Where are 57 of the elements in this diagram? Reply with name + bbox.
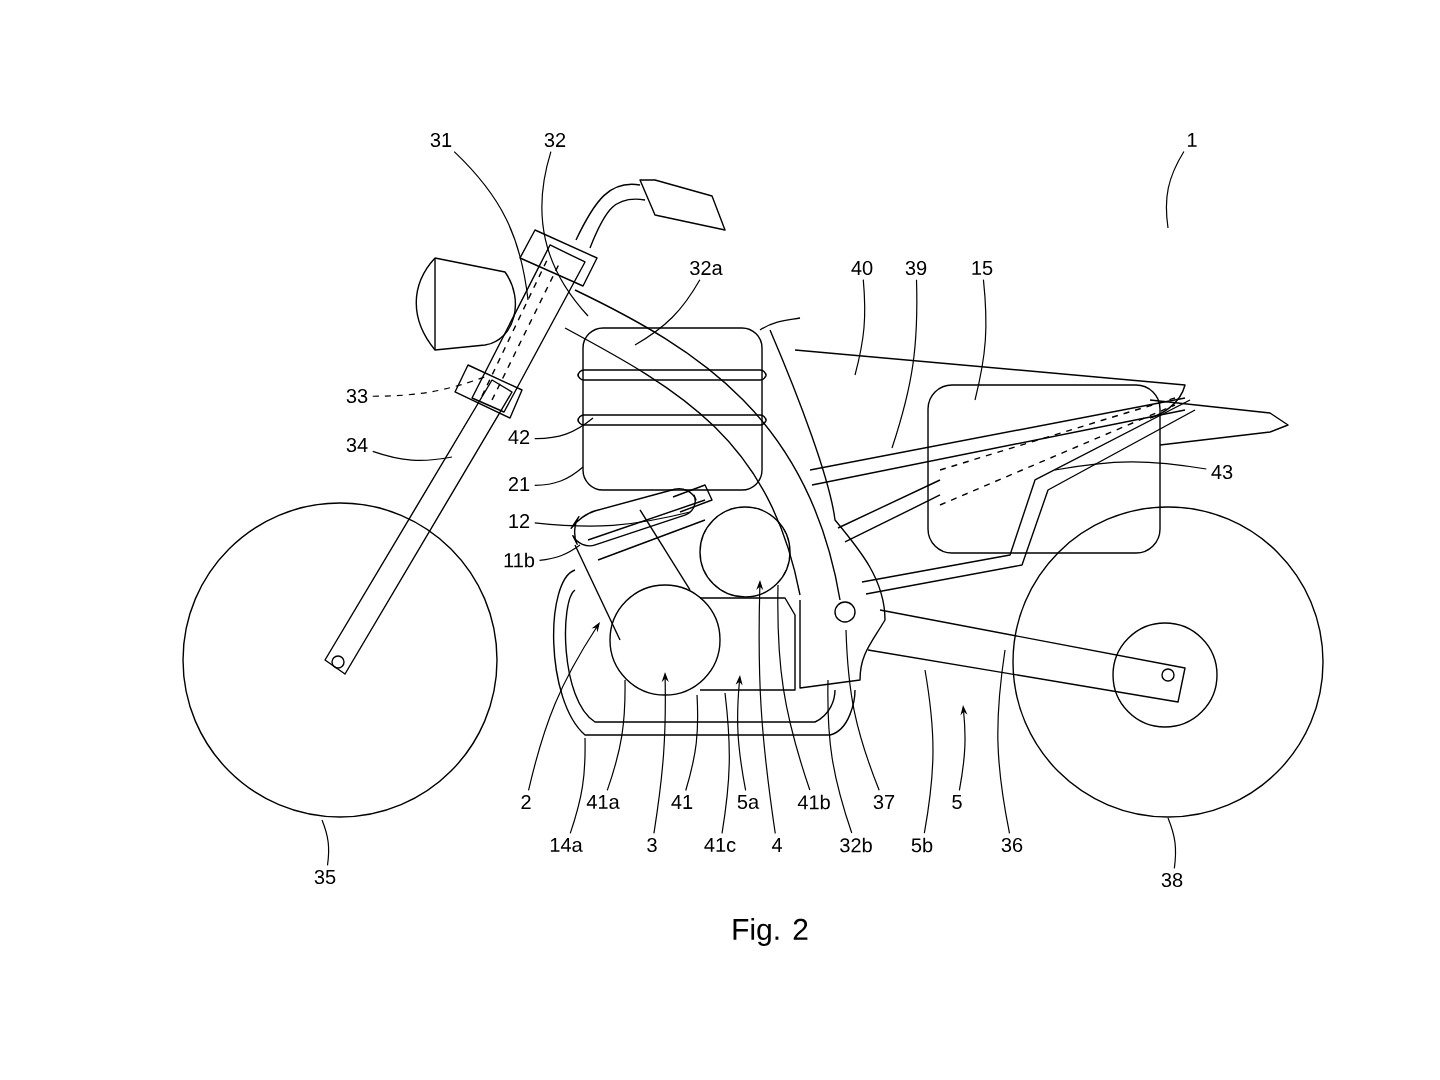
callout-number: 4 — [771, 838, 782, 852]
callout-number: 32b — [840, 837, 872, 853]
leader-line — [453, 151, 529, 301]
leader-line — [634, 279, 701, 346]
leader-line — [777, 584, 811, 791]
callout-number: 36 — [1001, 837, 1023, 853]
callout-number: 21 — [508, 477, 530, 491]
leader-line — [534, 466, 584, 486]
leader-line — [527, 622, 600, 791]
leader-line — [997, 649, 1011, 834]
callout-number: 5a — [737, 795, 760, 809]
callout-number: 33 — [346, 388, 368, 404]
callout-number: 35 — [314, 869, 336, 885]
callout-number: 41b — [797, 794, 830, 810]
callout-number: 12 — [509, 514, 530, 528]
leader-line — [685, 694, 699, 792]
leader-line — [1165, 150, 1185, 229]
callout-number: 34 — [346, 437, 368, 453]
leader-line — [606, 679, 626, 791]
callout-number: 43 — [1211, 464, 1233, 480]
figure-caption: Fig. 2 — [733, 918, 808, 946]
leader-line — [534, 511, 691, 527]
callout-number: 1 — [1188, 133, 1197, 147]
leader-line — [721, 692, 730, 834]
callout-number: 5 — [952, 795, 962, 809]
callout-number: 38 — [1161, 872, 1183, 888]
callout-number: 14a — [550, 838, 583, 852]
callout-number: 41 — [671, 795, 693, 809]
leader-line — [891, 279, 918, 449]
leader-line — [534, 417, 594, 440]
leader-line — [538, 544, 581, 561]
callout-number: 32a — [690, 260, 723, 276]
callout-number: 42 — [508, 430, 530, 444]
leader-line — [974, 278, 987, 401]
leader-line — [827, 679, 853, 834]
callout-number: 3 — [647, 837, 657, 853]
leader-line — [845, 629, 880, 791]
callout-number: 11b — [504, 552, 535, 568]
leader-line — [923, 669, 934, 834]
leader-line — [569, 737, 586, 834]
callout-number: 41c — [704, 838, 736, 852]
leader-line — [1054, 461, 1207, 471]
leader-line — [1167, 817, 1177, 869]
callout-number: 32 — [544, 132, 566, 148]
leader-line — [372, 374, 491, 397]
leader-line — [541, 151, 589, 317]
leader-line — [854, 279, 866, 376]
callout-number: 2 — [521, 795, 531, 809]
callout-number: 15 — [972, 261, 993, 275]
callout-number: 39 — [905, 260, 927, 276]
leader-line — [321, 819, 330, 866]
callout-number: 40 — [851, 260, 873, 276]
callout-number: 37 — [873, 794, 895, 810]
callout-number: 31 — [430, 132, 452, 148]
callout-number: 41a — [586, 795, 620, 809]
leader-line — [372, 450, 453, 462]
callout-number: 5b — [911, 837, 933, 853]
